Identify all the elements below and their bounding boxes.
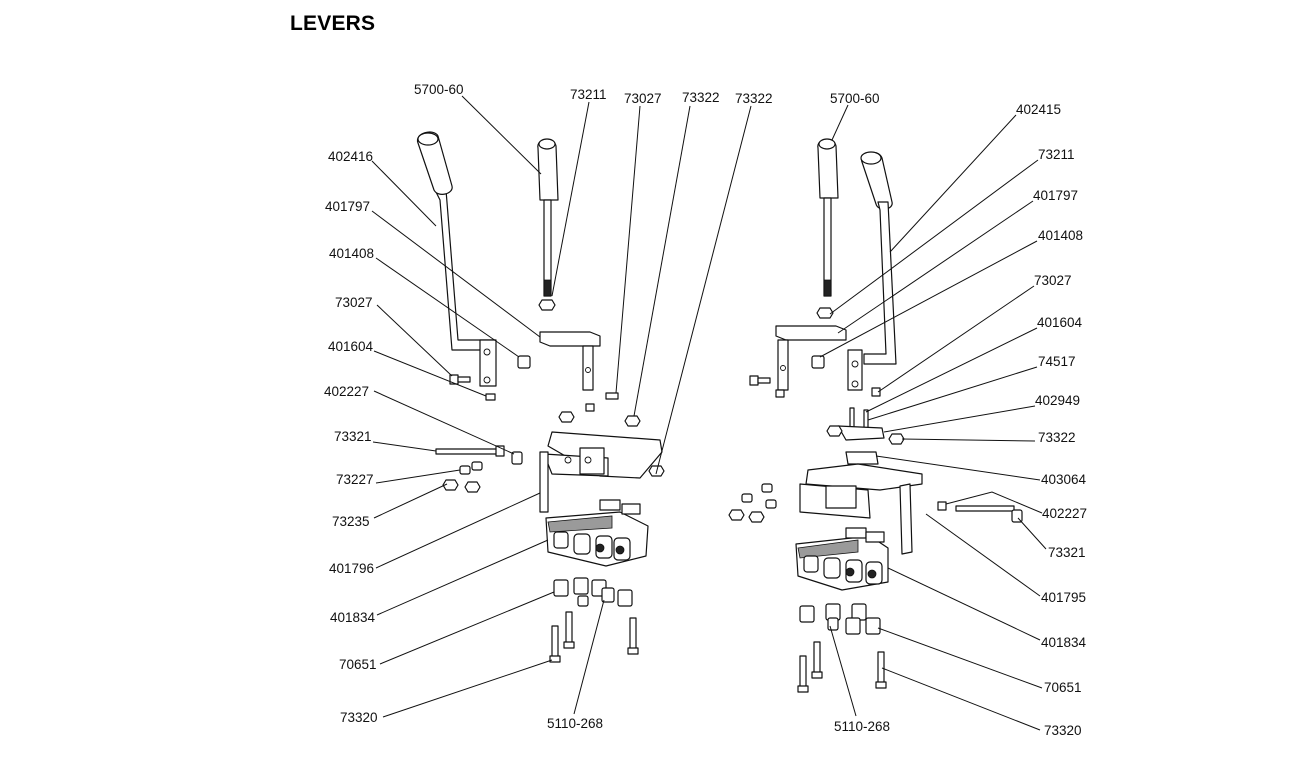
label-402416: 402416 xyxy=(328,149,373,164)
label-402227-left: 402227 xyxy=(324,384,369,399)
label-5700-60-left: 5700-60 xyxy=(414,82,464,97)
left-small-bolts xyxy=(558,392,641,427)
label-73211-right: 73211 xyxy=(1038,147,1075,162)
label-402415: 402415 xyxy=(1016,102,1061,117)
label-401795: 401795 xyxy=(1041,590,1086,605)
right-pin-block xyxy=(826,407,905,445)
left-assembly xyxy=(416,131,665,663)
label-401834-left: 401834 xyxy=(330,610,376,625)
label-70651-left: 70651 xyxy=(339,657,377,672)
left-bracket xyxy=(539,331,601,391)
label-402949: 402949 xyxy=(1035,393,1080,408)
left-long-lever xyxy=(416,131,497,387)
right-long-lever xyxy=(847,151,897,391)
label-73027-right: 73027 xyxy=(1034,273,1072,288)
right-link-403064 xyxy=(845,451,879,465)
label-402227-right: 402227 xyxy=(1042,506,1087,521)
label-5110-268-right: 5110-268 xyxy=(834,719,890,734)
left-bushing xyxy=(517,355,531,369)
right-loose-nuts xyxy=(728,483,777,523)
left-washers-nuts xyxy=(442,461,483,493)
label-73322-right: 73322 xyxy=(1038,430,1076,445)
right-mount-plate xyxy=(799,463,947,555)
label-73321-left: 73321 xyxy=(334,429,372,444)
right-bolts-73027 xyxy=(749,375,881,398)
label-73320-right: 73320 xyxy=(1044,723,1082,738)
label-73322-top-b: 73322 xyxy=(735,91,773,106)
right-bushing xyxy=(811,355,825,369)
left-mount-plate xyxy=(539,431,665,513)
label-73027-left: 73027 xyxy=(335,295,373,310)
label-401604-right: 401604 xyxy=(1037,315,1083,330)
page-title: LEVERS xyxy=(290,12,376,35)
label-401797-right: 401797 xyxy=(1033,188,1078,203)
left-bolt-73027 xyxy=(449,374,471,385)
right-knob-lever xyxy=(816,138,839,319)
right-assembly xyxy=(728,138,1023,693)
part-labels: 5700-60 73211 73027 73322 73322 402416 4… xyxy=(324,82,1087,738)
label-5700-60-right: 5700-60 xyxy=(830,91,880,106)
right-long-bolts xyxy=(797,641,887,693)
right-valve-body xyxy=(795,527,889,591)
label-73322-top-a: 73322 xyxy=(682,90,720,105)
right-long-bolt xyxy=(955,505,1023,523)
left-knob-lever xyxy=(537,138,559,311)
label-401834-right: 401834 xyxy=(1041,635,1087,650)
label-73235: 73235 xyxy=(332,514,370,529)
label-73320-left: 73320 xyxy=(340,710,378,725)
label-401604-left: 401604 xyxy=(328,339,374,354)
left-pin xyxy=(485,393,496,401)
label-74517: 74517 xyxy=(1038,354,1076,369)
leader-lines xyxy=(371,95,1047,731)
left-long-bolts xyxy=(549,611,639,663)
left-valve-body xyxy=(545,499,649,567)
left-long-bolt xyxy=(435,445,523,465)
right-bracket xyxy=(775,325,847,391)
label-5110-268-left: 5110-268 xyxy=(547,716,603,731)
left-fittings xyxy=(553,577,633,607)
label-70651-right: 70651 xyxy=(1044,680,1082,695)
label-73027-top: 73027 xyxy=(624,91,662,106)
label-73227: 73227 xyxy=(336,472,374,487)
label-403064: 403064 xyxy=(1041,472,1087,487)
label-73211-left: 73211 xyxy=(570,87,607,102)
label-73321-right: 73321 xyxy=(1048,545,1086,560)
label-401797-left: 401797 xyxy=(325,199,370,214)
right-fittings xyxy=(799,603,881,635)
label-401408-left: 401408 xyxy=(329,246,374,261)
label-401796: 401796 xyxy=(329,561,374,576)
label-401408-right: 401408 xyxy=(1038,228,1083,243)
